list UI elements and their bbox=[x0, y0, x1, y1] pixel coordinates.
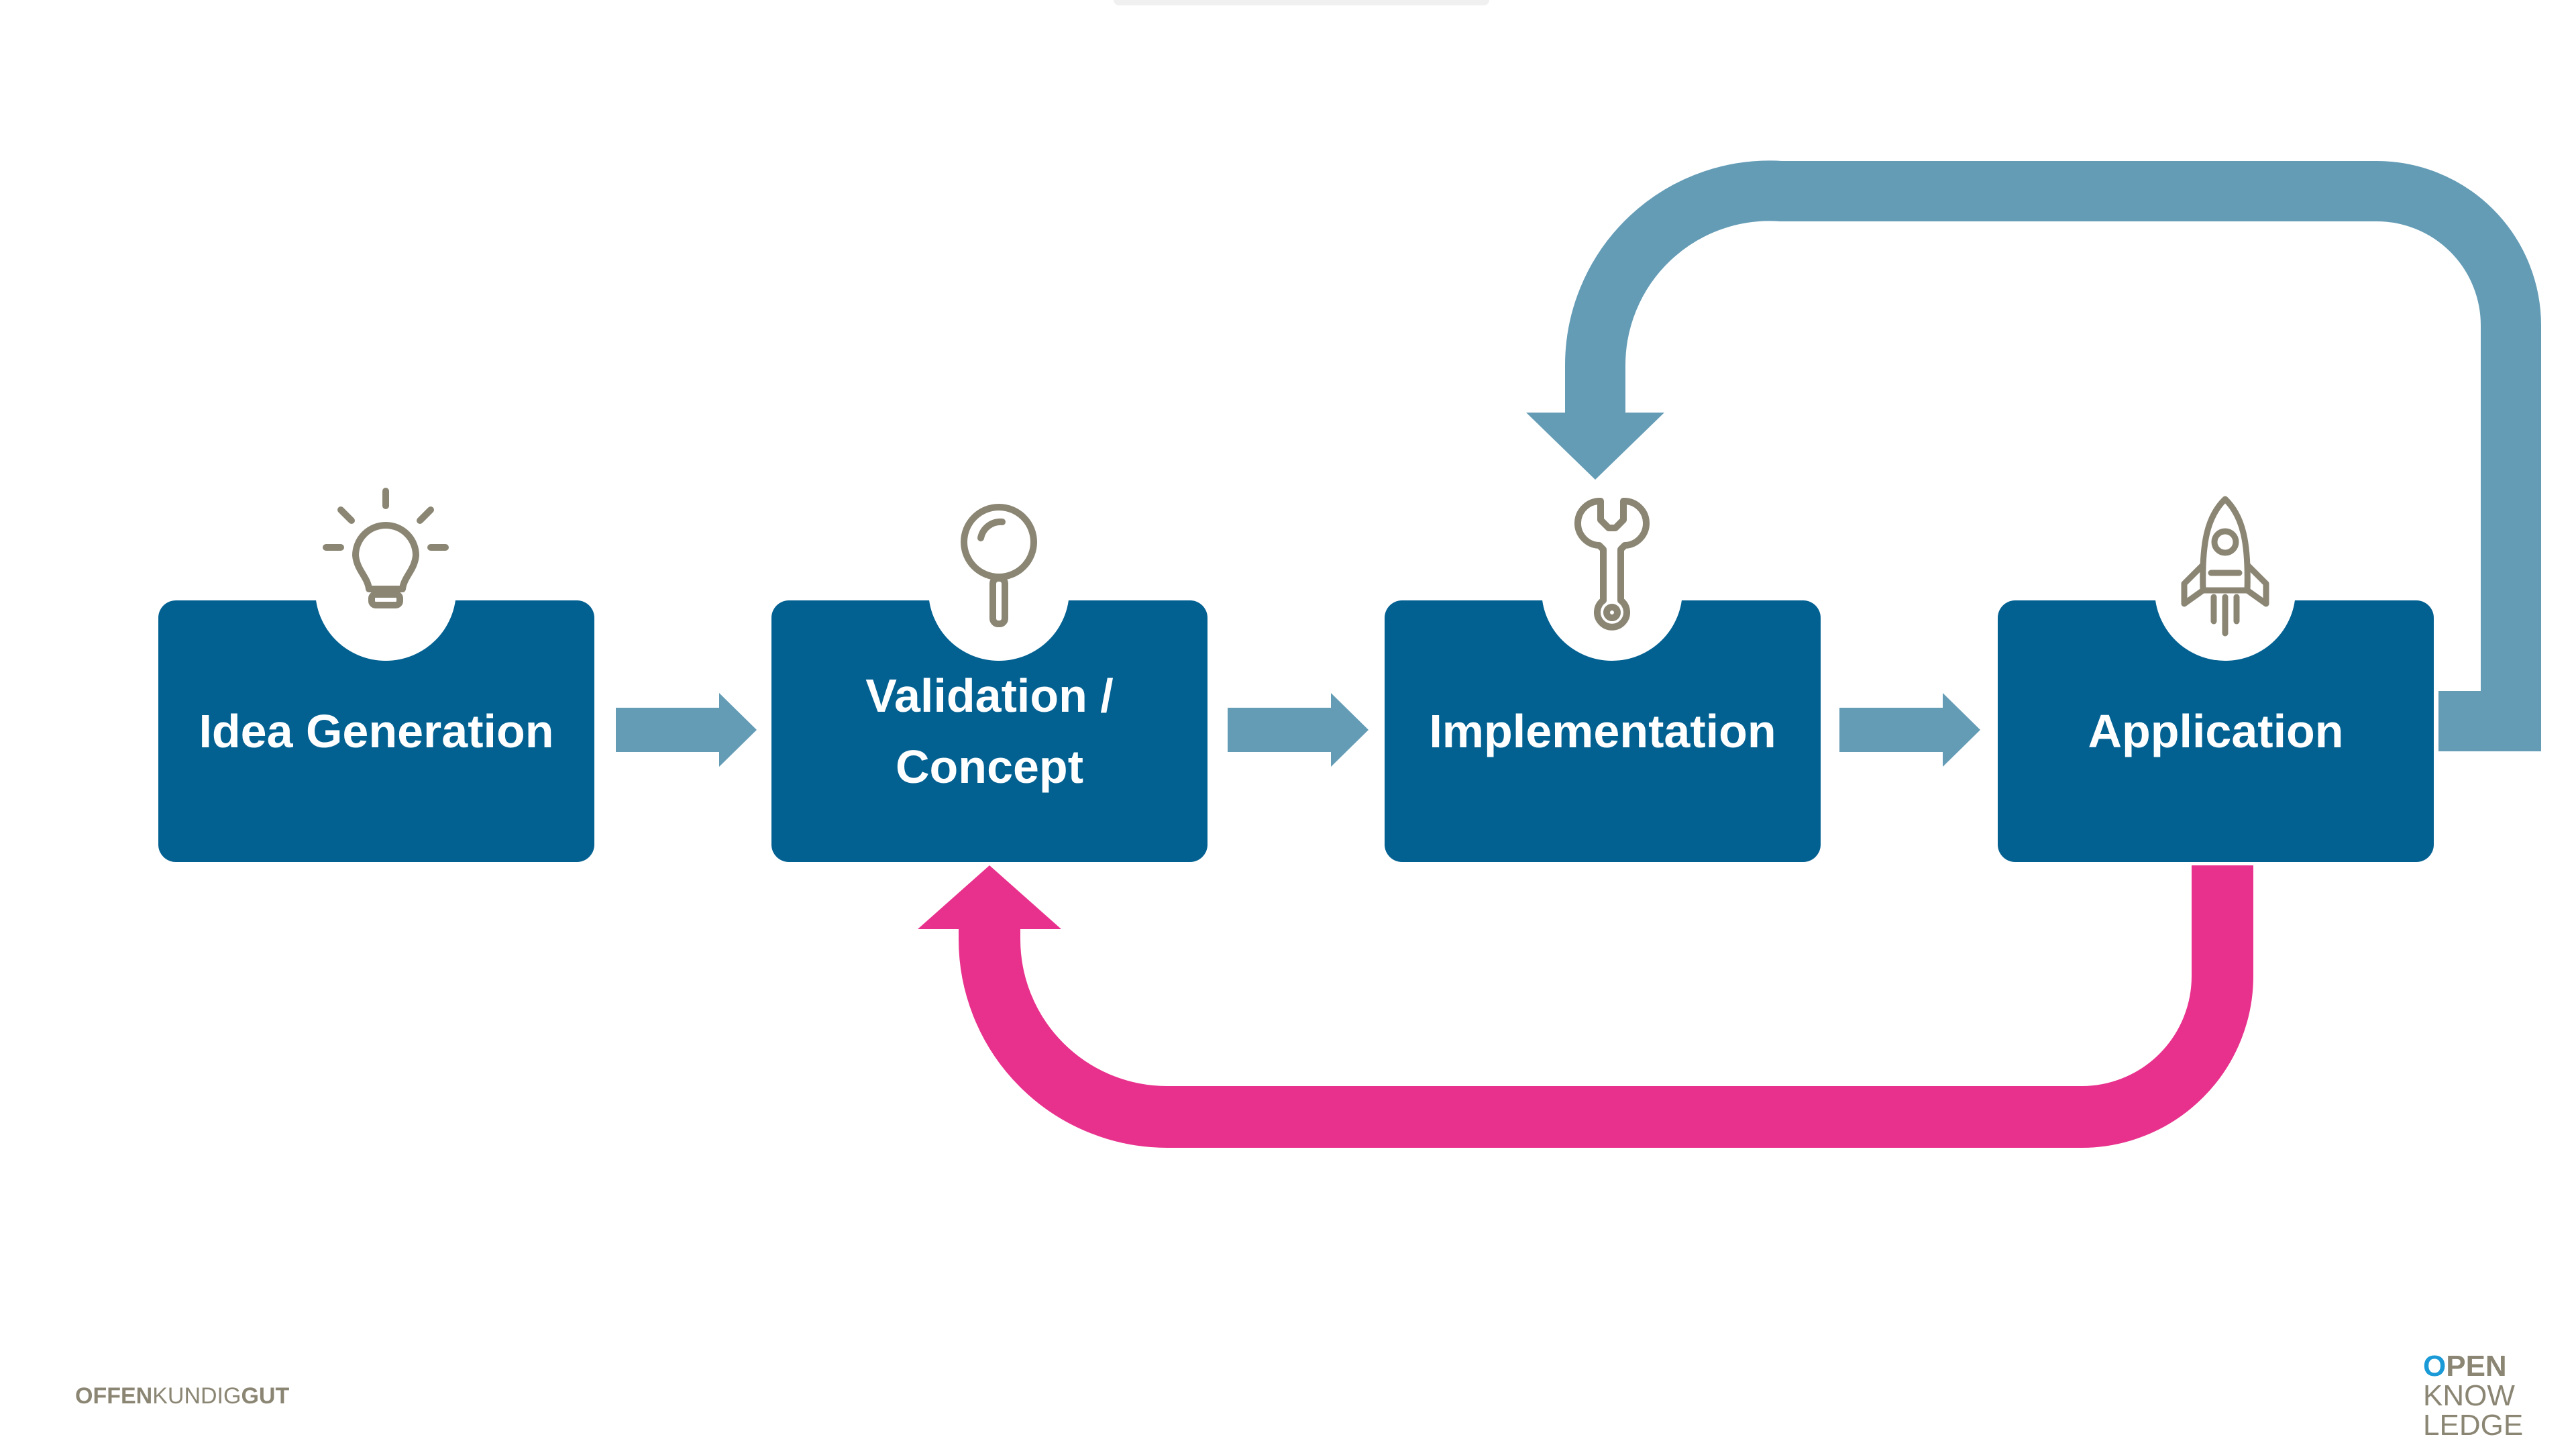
step-label-application: Application bbox=[2088, 705, 2344, 757]
logo-line3: LEDGE bbox=[2423, 1409, 2524, 1442]
top-tab-decoration bbox=[1114, 0, 1489, 5]
step-label-validation-line2: Concept bbox=[896, 741, 1083, 793]
icon-notch-validation bbox=[928, 520, 1069, 661]
brand-gut: GUT bbox=[241, 1383, 290, 1409]
step-label-idea-generation: Idea Generation bbox=[199, 705, 554, 757]
rocket-icon bbox=[2181, 496, 2269, 637]
wrench-icon bbox=[1574, 497, 1650, 631]
arrow-implementation-to-application bbox=[1839, 693, 1980, 767]
open-knowledge-logo: OPEN KNOW LEDGE bbox=[2423, 1352, 2537, 1440]
feedback-bottom-arrowhead bbox=[918, 865, 1061, 929]
lightbulb-icon bbox=[323, 488, 449, 608]
step-label-validation-concept: Validation / Concept bbox=[771, 600, 1208, 862]
logo-line2: KNOW bbox=[2423, 1379, 2515, 1412]
step-label-implementation: Implementation bbox=[1429, 705, 1776, 757]
feedback-loop-application-to-implementation bbox=[1564, 160, 2541, 751]
step-box-implementation: Implementation bbox=[1385, 600, 1821, 862]
step-box-idea-generation: Idea Generation bbox=[158, 600, 594, 862]
logo-o-glyph: O bbox=[2423, 1350, 2447, 1383]
icon-notch-implementation bbox=[1542, 520, 1682, 661]
footer-brand-offenkundiggut: OFFENKUNDIGGUT bbox=[75, 1383, 289, 1409]
magnifier-icon bbox=[961, 504, 1037, 627]
arrow-idea-to-validation bbox=[616, 693, 757, 767]
feedback-top-arrowhead bbox=[1526, 413, 1664, 480]
brand-kundig: KUNDIG bbox=[152, 1383, 241, 1409]
step-label-validation-line1: Validation / bbox=[865, 669, 1114, 722]
feedback-loop-application-to-validation bbox=[959, 865, 2253, 1148]
arrow-validation-to-implementation bbox=[1228, 693, 1368, 767]
logo-line1: PEN bbox=[2446, 1350, 2507, 1383]
brand-offen: OFFEN bbox=[75, 1383, 153, 1409]
